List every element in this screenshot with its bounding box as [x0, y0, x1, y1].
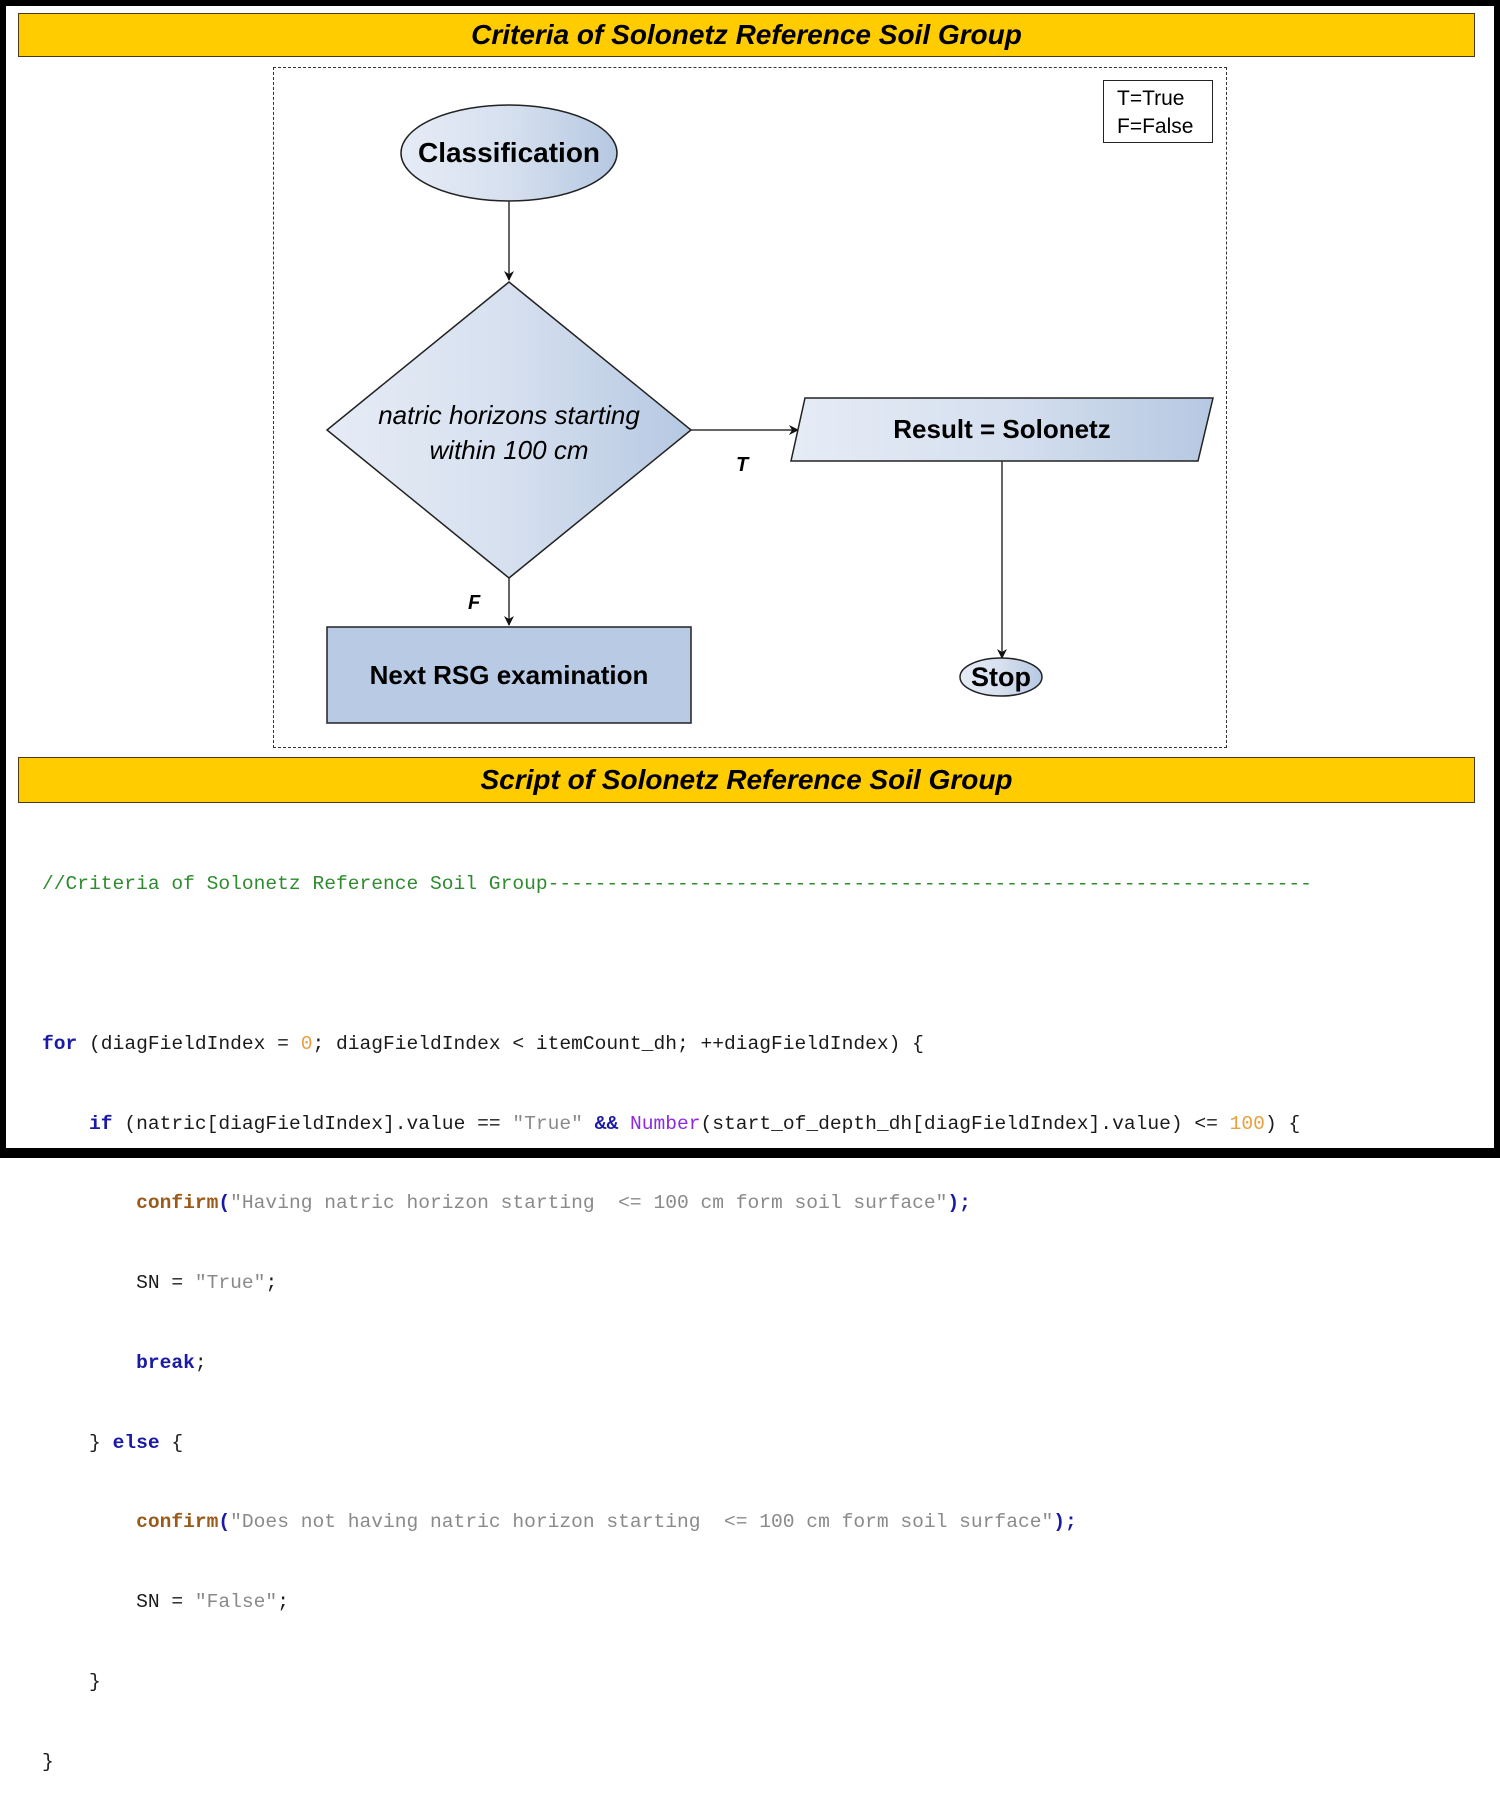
code-line-confirm-false: confirm("Does not having natric horizon … [42, 1509, 1472, 1536]
next-label: Next RSG examination [369, 659, 649, 690]
criteria-banner-title: Criteria of Solonetz Reference Soil Grou… [471, 19, 1022, 50]
code-if-hundred: 100 [1229, 1112, 1265, 1135]
code-indent [42, 1272, 136, 1294]
stop-node [959, 657, 1043, 697]
legend-false: F=False [1117, 115, 1194, 138]
code-if-close: ) { [1264, 1112, 1301, 1135]
code-block: //Criteria of Solonetz Reference Soil Gr… [42, 818, 1472, 1802]
code-sn-lhs: SN = [136, 1272, 195, 1295]
code-else-brace: { [159, 1431, 184, 1454]
code-indent [42, 1511, 136, 1533]
code-for-keyword: for [42, 1032, 78, 1055]
code-semicolon: ; [194, 1351, 207, 1374]
code-close-outer: } [42, 1750, 54, 1773]
code-confirm-end: ); [1053, 1511, 1077, 1534]
code-semicolon: ; [265, 1272, 278, 1295]
code-semicolon: ; [277, 1591, 289, 1614]
code-line-blank [42, 951, 1472, 978]
code-sn-false-val: "False" [194, 1591, 278, 1614]
code-indent [42, 1591, 136, 1613]
code-paren: ( [218, 1192, 231, 1215]
code-line-if: if (natric[diagFieldIndex].value == "Tru… [42, 1111, 1472, 1138]
true-edge-label: T [736, 454, 749, 476]
code-for-open: (diagFieldIndex = [77, 1032, 301, 1055]
code-confirm-false-msg: "Does not having natric horizon starting… [230, 1511, 1054, 1534]
script-banner: Script of Solonetz Reference Soil Group [18, 757, 1475, 803]
code-else-keyword: else [112, 1431, 160, 1454]
code-comment: //Criteria of Solonetz Reference Soil Gr… [42, 873, 548, 896]
code-indent [42, 1671, 89, 1693]
legend-box: T=True F=False [1103, 80, 1213, 143]
code-sn-true-val: "True" [194, 1272, 266, 1295]
code-if-keyword: if [89, 1112, 113, 1135]
code-confirm-end: ); [947, 1192, 971, 1215]
flowchart-container [273, 67, 1227, 748]
code-indent [42, 1192, 136, 1214]
code-sn-lhs: SN = [136, 1591, 195, 1614]
false-edge-label: F [468, 592, 481, 614]
code-line-confirm-true: confirm("Having natric horizon starting … [42, 1190, 1472, 1217]
code-paren: ( [218, 1511, 231, 1534]
code-indent [42, 1113, 89, 1135]
figure-frame [0, 0, 1500, 1158]
code-indent [42, 1352, 136, 1374]
decision-label-line2: within 100 cm [429, 435, 589, 465]
code-line-sn-true: SN = "True"; [42, 1270, 1472, 1297]
code-line-sn-false: SN = "False"; [42, 1589, 1472, 1616]
decision-label-line1: natric horizons starting [378, 400, 640, 430]
legend-true: T=True [1117, 87, 1185, 110]
code-close-inner: } [89, 1671, 101, 1693]
code-line-break: break; [42, 1350, 1472, 1377]
code-if-cond1: (natric[diagFieldIndex].value == [112, 1112, 513, 1135]
code-if-number: Number [629, 1112, 701, 1135]
code-line-for: for (diagFieldIndex = 0; diagFieldIndex … [42, 1031, 1472, 1058]
script-banner-title: Script of Solonetz Reference Soil Group [480, 764, 1013, 795]
code-break-keyword: break [136, 1351, 195, 1374]
start-label: Classification [417, 137, 601, 168]
code-if-true-string: "True" [512, 1112, 583, 1135]
decision-label: natric horizons starting within 100 cm [340, 393, 678, 473]
code-comment-dashes: ----------------------------------------… [547, 873, 1312, 896]
code-confirm-fn: confirm [136, 1192, 219, 1215]
code-line-close-outer: } [42, 1749, 1472, 1776]
criteria-banner: Criteria of Solonetz Reference Soil Grou… [18, 13, 1475, 57]
code-if-cond2: (start_of_depth_dh[diagFieldIndex].value… [700, 1112, 1230, 1135]
code-line-else: } else { [42, 1430, 1472, 1457]
code-line-comment: //Criteria of Solonetz Reference Soil Gr… [42, 871, 1472, 898]
code-if-and: && [582, 1112, 630, 1135]
flowchart-canvas [325, 104, 1214, 724]
code-for-rest: ; diagFieldIndex < itemCount_dh; ++diagF… [312, 1032, 924, 1055]
result-label: Result = Solonetz [893, 414, 1111, 444]
result-node [790, 397, 1214, 462]
code-line-close-inner: } [42, 1669, 1472, 1696]
code-else-open: } [89, 1431, 113, 1454]
code-indent [42, 1432, 89, 1454]
code-confirm-fn: confirm [136, 1511, 219, 1534]
code-for-zero: 0 [300, 1032, 313, 1055]
code-confirm-true-msg: "Having natric horizon starting <= 100 c… [230, 1192, 948, 1215]
stop-label: Stop [971, 661, 1031, 692]
next-node [326, 626, 692, 724]
